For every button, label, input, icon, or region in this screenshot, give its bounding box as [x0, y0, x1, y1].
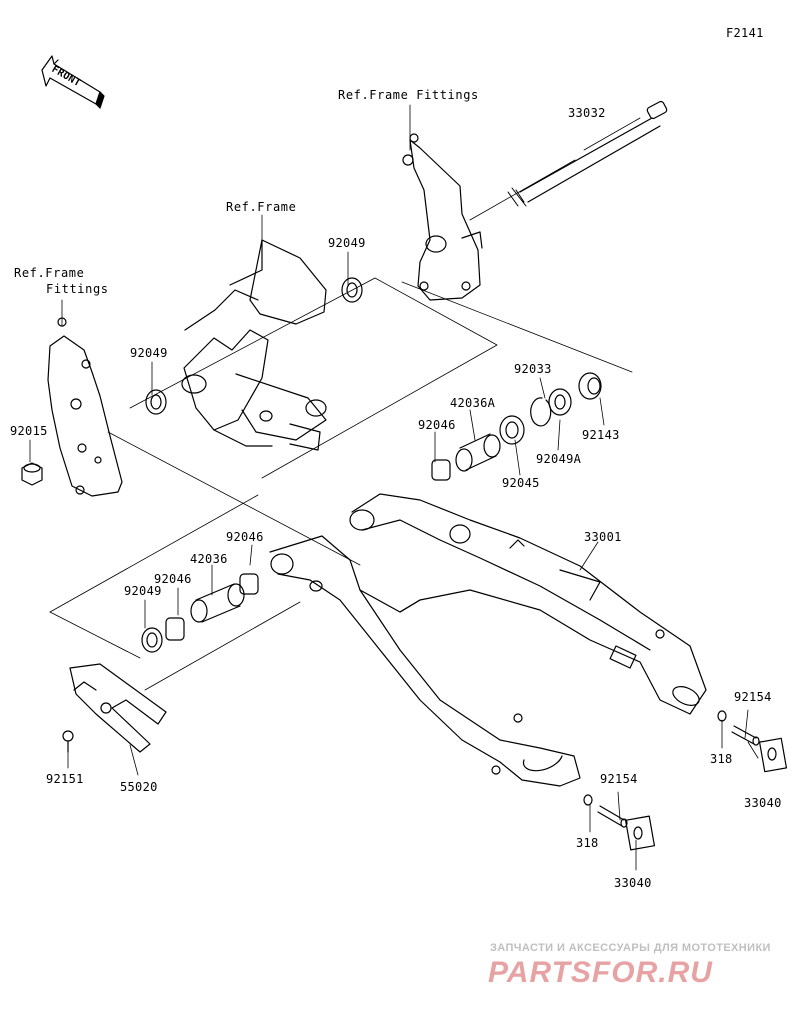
part-92049-low: 92049 — [124, 584, 162, 598]
figure-code: F2141 — [726, 26, 764, 40]
sleeve-42036 — [190, 583, 245, 623]
part-92046-a: 92046 — [226, 530, 264, 544]
frame-fitting-right — [402, 133, 483, 301]
part-92045: 92045 — [502, 476, 540, 490]
block-33040-mid — [624, 815, 656, 851]
watermark-tagline: ЗАПЧАСТИ И АКСЕССУАРЫ ДЛЯ МОТОТЕХНИКИ — [490, 942, 771, 954]
seal-92049-low — [141, 627, 163, 653]
nut-318-mid — [583, 794, 593, 806]
ref-frame-left-line1: Ref.Frame — [14, 266, 85, 280]
guide-lines — [29, 104, 759, 871]
swingarm-33001 — [269, 493, 707, 787]
part-92046-b: 92046 — [154, 572, 192, 586]
chain-guide-55020 — [69, 663, 167, 753]
part-92143: 92143 — [582, 428, 620, 442]
circlip-92033 — [530, 397, 552, 427]
bolt-92154-mid — [597, 805, 628, 828]
ref-frame-left-line2: Fittings — [46, 282, 109, 296]
frame-center — [181, 239, 327, 451]
needle-bearing-92046-top — [431, 459, 451, 481]
bearing-92045 — [499, 415, 525, 445]
ref-frame: Ref.Frame — [226, 200, 297, 214]
part-42036: 42036 — [190, 552, 228, 566]
frame-fitting-left — [47, 317, 123, 497]
collar-92143 — [578, 372, 602, 400]
nut-318-right — [717, 710, 727, 722]
sleeve-42036A — [455, 433, 501, 472]
part-55020: 55020 — [120, 780, 158, 794]
part-318-mid: 318 — [576, 836, 599, 850]
part-33040-right: 33040 — [744, 796, 782, 810]
part-33040-mid: 33040 — [614, 876, 652, 890]
part-33001: 33001 — [584, 530, 622, 544]
needle-bearing-92046-b — [165, 617, 185, 641]
block-33040-right — [758, 737, 788, 773]
bolt-92151 — [62, 730, 74, 753]
part-92015: 92015 — [10, 424, 48, 438]
part-92151: 92151 — [46, 772, 84, 786]
seal-92049-left — [145, 389, 167, 415]
part-92049A: 92049A — [536, 452, 582, 466]
axle-33032 — [507, 100, 668, 207]
ref-frame-fittings-top: Ref.Frame Fittings — [338, 88, 479, 102]
needle-bearing-92046-a — [239, 573, 259, 595]
part-92154-right: 92154 — [734, 690, 772, 704]
watermark-logo: PARTSFOR.RU — [488, 956, 713, 989]
part-92154-mid: 92154 — [600, 772, 638, 786]
part-92049-top: 92049 — [328, 236, 366, 250]
part-92046-top: 92046 — [418, 418, 456, 432]
nut-92015 — [21, 462, 43, 486]
part-318-right: 318 — [710, 752, 733, 766]
seal-92049A — [548, 388, 572, 416]
part-33032: 33032 — [568, 106, 606, 120]
seal-92049-top — [341, 277, 363, 303]
front-arrow-icon — [41, 55, 105, 109]
bolt-92154-right — [731, 725, 760, 746]
part-92049-left: 92049 — [130, 346, 168, 360]
part-92033: 92033 — [514, 362, 552, 376]
part-42036A: 42036A — [450, 396, 496, 410]
